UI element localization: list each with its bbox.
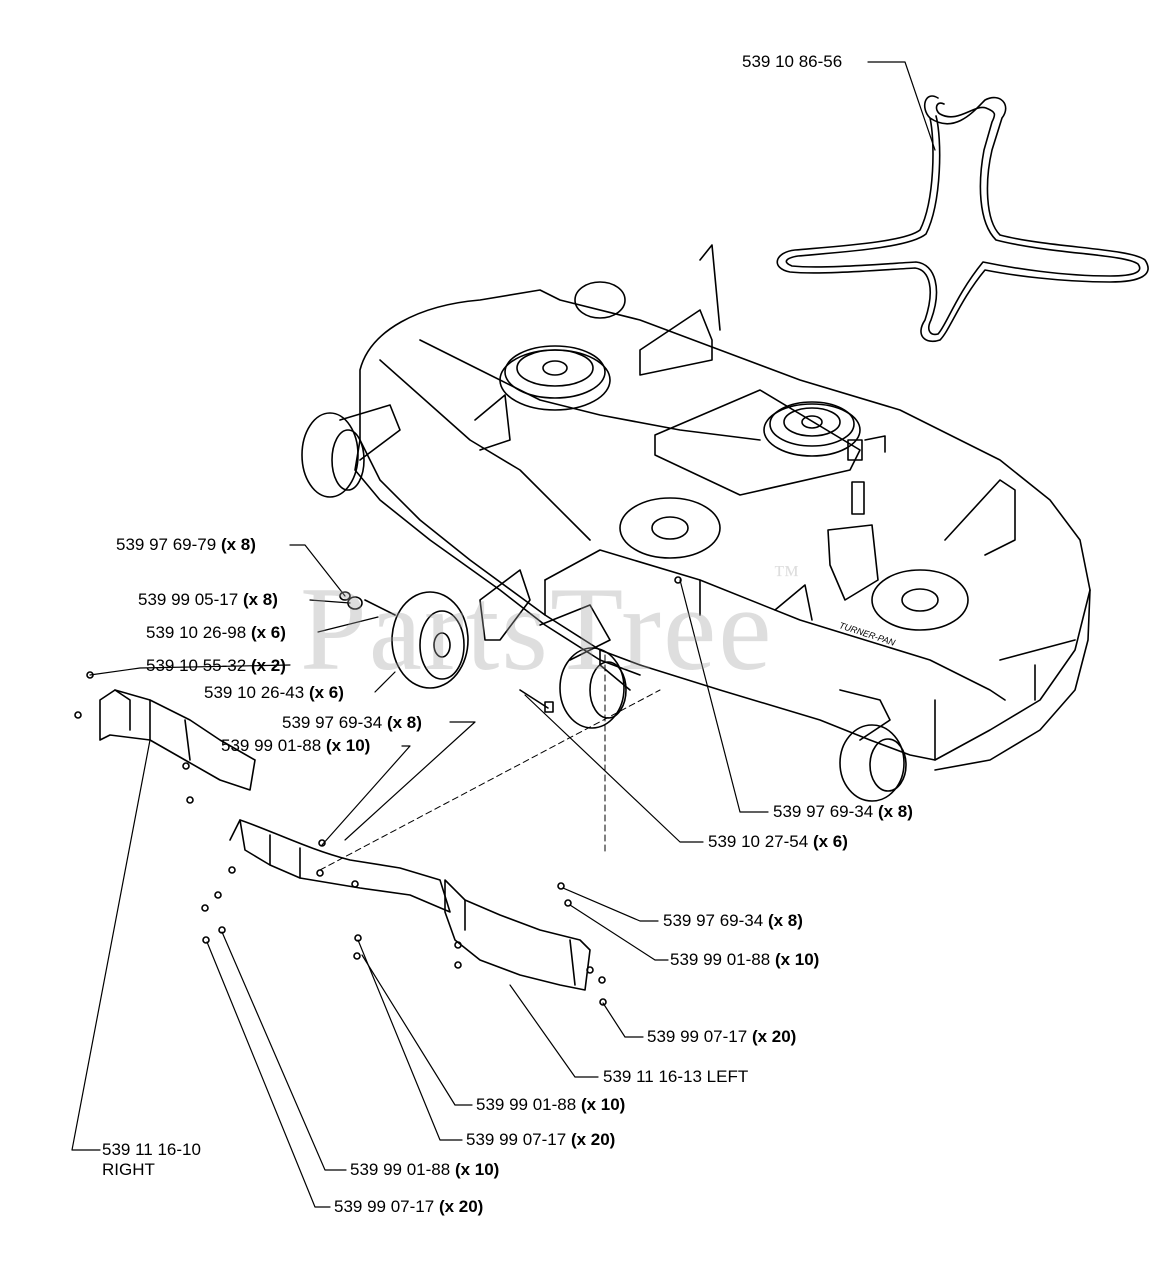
callout-bolt-lower: 539 97 69-34 (x 8): [663, 911, 803, 931]
callout-qty: (x 10): [580, 1095, 626, 1114]
callout-part: 539 97 69-79: [116, 535, 217, 554]
callout-nut-bottom-2: 539 99 07-17 (x 20): [334, 1197, 483, 1217]
callout-washer-bottom-2: 539 99 01-88 (x 10): [350, 1160, 499, 1180]
callout-qty: (x 6): [812, 832, 848, 851]
callout-part: 539 99 01-88: [221, 736, 322, 755]
wheel-hardware-drawing: [339, 569, 554, 713]
callout-part: 539 11 16-10: [102, 1140, 201, 1159]
callout-qty: (x 8): [242, 590, 278, 609]
callout-screw-small: 539 10 55-32 (x 2): [146, 656, 286, 676]
callout-washer-bottom-1: 539 99 01-88 (x 10): [476, 1095, 625, 1115]
callout-qty: (x 8): [386, 713, 422, 732]
leader-lines: [71, 61, 936, 1208]
callout-part: 539 99 07-17: [466, 1130, 567, 1149]
callout-qty: (x 10): [774, 950, 820, 969]
callout-washer-mid: 539 99 01-88 (x 10): [221, 736, 370, 756]
mower-deck-drawing: [301, 244, 1091, 802]
callout-washer-lower: 539 99 01-88 (x 10): [670, 950, 819, 970]
callout-qty: (x 6): [250, 623, 286, 642]
drive-belt-drawing: [776, 95, 1149, 342]
callout-part: 539 10 86-56: [742, 52, 843, 71]
callout-wheel: 539 10 26-43 (x 6): [204, 683, 344, 703]
callout-part: 539 11 16-13 LEFT: [603, 1067, 749, 1086]
callout-washer-top: 539 99 05-17 (x 8): [138, 590, 278, 610]
callout-qty: (x 6): [308, 683, 344, 702]
callout-part: 539 99 07-17: [647, 1027, 748, 1046]
callout-shield-left: 539 11 16-13 LEFT: [603, 1067, 748, 1087]
callout-bolt-right: 539 97 69-34 (x 8): [773, 802, 913, 822]
callout-belt: 539 10 86-56: [742, 52, 842, 72]
callout-part: 539 99 01-88: [350, 1160, 451, 1179]
callout-qty: (x 8): [767, 911, 803, 930]
deck-shields-drawing: [74, 576, 682, 1006]
callout-qty: (x 20): [751, 1027, 797, 1046]
callout-part: 539 97 69-34: [282, 713, 383, 732]
callout-part: 539 99 01-88: [670, 950, 771, 969]
callout-side: RIGHT: [102, 1160, 155, 1179]
callout-qty: (x 10): [325, 736, 371, 755]
callout-bolt-top: 539 97 69-79 (x 8): [116, 535, 256, 555]
callout-part: 539 10 55-32: [146, 656, 247, 675]
callout-bolt-mid: 539 97 69-34 (x 8): [282, 713, 422, 733]
callout-part: 539 99 07-17: [334, 1197, 435, 1216]
callout-qty: (x 10): [454, 1160, 500, 1179]
callout-qty: (x 20): [438, 1197, 484, 1216]
callout-part: 539 97 69-34: [773, 802, 874, 821]
callout-nut-bottom-1: 539 99 07-17 (x 20): [466, 1130, 615, 1150]
callout-qty: (x 8): [877, 802, 913, 821]
callout-part: 539 97 69-34: [663, 911, 764, 930]
callout-pin: 539 10 27-54 (x 6): [708, 832, 848, 852]
callout-part: 539 10 26-98: [146, 623, 247, 642]
callout-part: 539 10 27-54: [708, 832, 809, 851]
callout-qty: (x 20): [570, 1130, 616, 1149]
callout-nut-lower: 539 99 07-17 (x 20): [647, 1027, 796, 1047]
callout-qty: (x 8): [220, 535, 256, 554]
callout-part: 539 99 01-88: [476, 1095, 577, 1114]
callout-qty: (x 2): [250, 656, 286, 675]
callout-shield-right: 539 11 16-10 RIGHT: [102, 1140, 201, 1180]
callout-part: 539 99 05-17: [138, 590, 239, 609]
callout-part: 539 10 26-43: [204, 683, 305, 702]
callout-spacer: 539 10 26-98 (x 6): [146, 623, 286, 643]
